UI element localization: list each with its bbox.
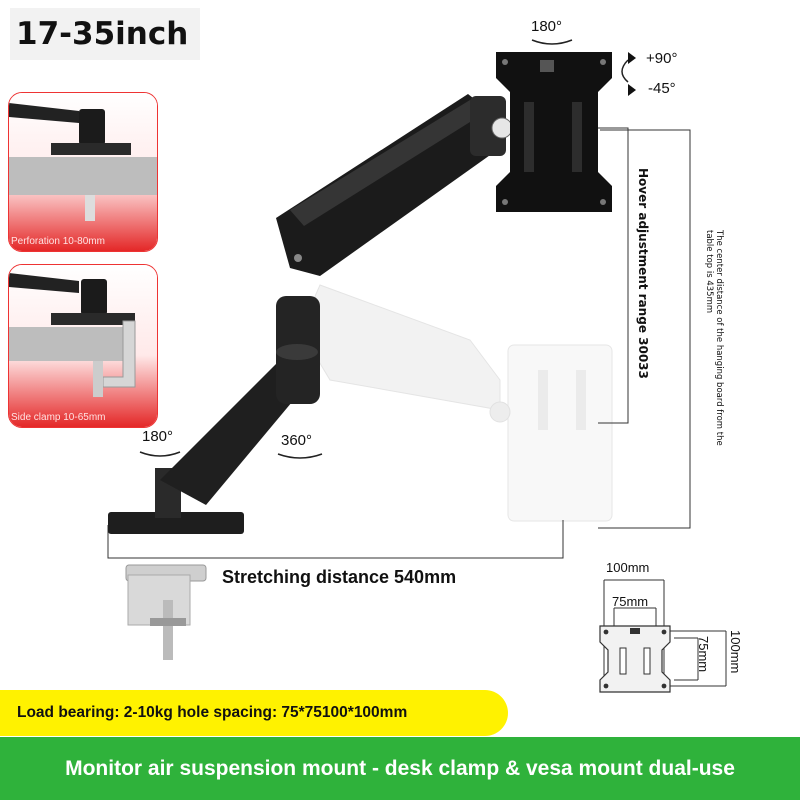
rotation-label-base-mid: 360° xyxy=(281,432,313,449)
load-bearing-banner xyxy=(0,690,508,736)
rotation-label-base-left: 180° xyxy=(142,428,174,445)
tilt-up-label: +90° xyxy=(646,50,678,67)
monitor-arm-illustration xyxy=(107,39,691,660)
rotation-label-top: 180° xyxy=(531,18,563,35)
center-distance-label: The center distance of the hanging board… xyxy=(704,230,724,446)
perforation-caption: Perforation 10-80mm xyxy=(11,236,105,247)
side-clamp-caption: Side clamp 10-65mm xyxy=(11,412,106,423)
side-clamp-image xyxy=(9,265,157,427)
footer-banner xyxy=(0,737,800,800)
vesa-inner-width: 75mm xyxy=(612,594,649,609)
inset-perforation-mount: Perforation 10-80mm xyxy=(8,92,158,252)
perforation-mount-image xyxy=(9,93,157,251)
vesa-outer-width: 100mm xyxy=(606,560,650,575)
hover-range-label: Hover adjustment range 30033 xyxy=(636,168,650,379)
vesa-outer-height: 100mm xyxy=(728,630,743,674)
screen-size-title: 17-35inch xyxy=(10,8,200,60)
tilt-down-label: -45° xyxy=(648,80,676,97)
vesa-inner-height: 75mm xyxy=(696,636,711,673)
load-bearing-text: Load bearing: 2-10kg hole spacing: 75*75… xyxy=(17,704,408,721)
inset-side-clamp: Side clamp 10-65mm xyxy=(8,264,158,428)
footer-text: Monitor air suspension mount - desk clam… xyxy=(65,757,735,780)
vesa-pattern-diagram xyxy=(599,579,727,693)
stretching-distance-label: Stretching distance 540mm xyxy=(222,567,457,587)
